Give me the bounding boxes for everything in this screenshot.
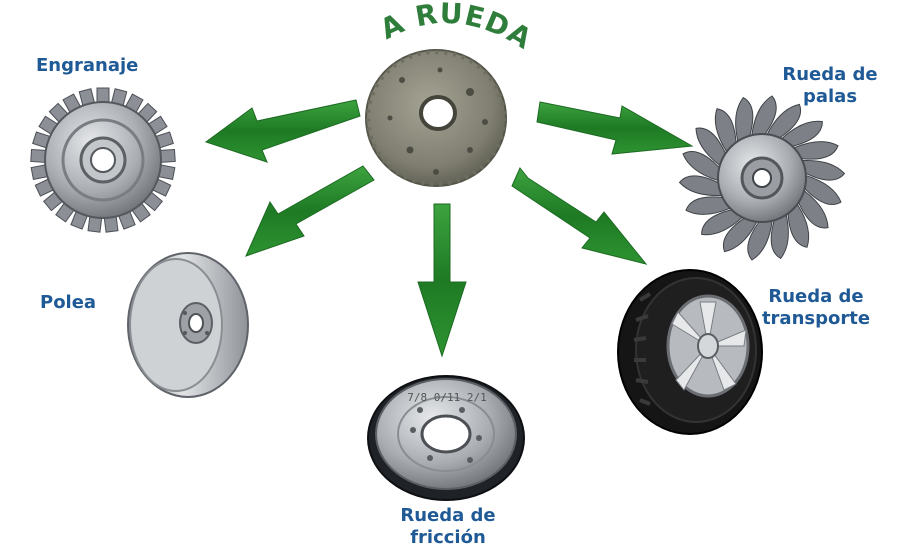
label-gear: Engranaje (36, 55, 139, 76)
friction-wheel-icon: 7/8 0/11 2/1 (367, 375, 525, 501)
arrow-to-pulley (245, 165, 375, 257)
arrow-to-tire (511, 167, 648, 265)
arrow-to-paddle-wheel (536, 101, 694, 155)
label-friction-wheel: Rueda de fricción (400, 505, 496, 548)
pulley-icon (127, 252, 249, 398)
arrow-to-gear (204, 99, 361, 163)
arrow-to-friction-wheel (417, 203, 467, 358)
diagram-title: LA RUEDA (0, 0, 538, 56)
paddle-wheel-icon (678, 95, 846, 261)
label-pulley: Polea (40, 292, 97, 313)
gear-icon (30, 87, 176, 233)
tire-icon (617, 269, 763, 435)
label-paddle-wheel: Rueda de palas (782, 64, 878, 107)
label-transport-wheel: Rueda de transporte (761, 286, 871, 329)
stone-wheel-icon (365, 49, 507, 187)
friction-wheel-engraving: 7/8 0/11 2/1 (407, 391, 486, 404)
